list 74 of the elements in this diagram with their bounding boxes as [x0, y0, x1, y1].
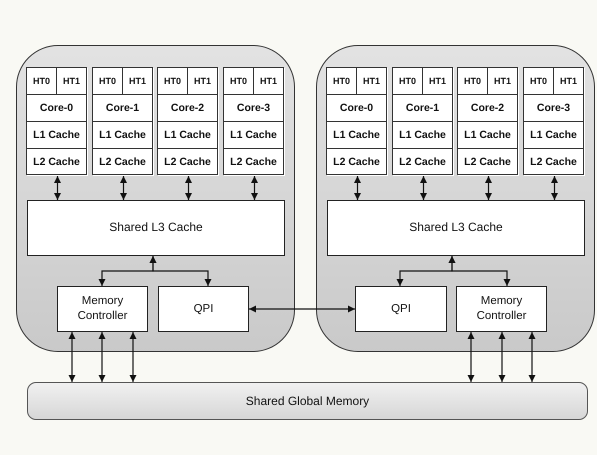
thread-cell: HT1 [356, 67, 387, 95]
core-cache-cell: Core-0 [26, 94, 87, 122]
core-cache-cell: L1 Cache [523, 121, 584, 149]
thread-cell: HT1 [422, 67, 453, 95]
arrow [468, 332, 474, 382]
core-box [27, 68, 88, 176]
thread-cell: HT0 [223, 67, 254, 95]
arrow [54, 176, 61, 200]
core-cache-cell: L1 Cache [26, 121, 87, 149]
core-box [327, 68, 388, 176]
arrow [354, 176, 361, 200]
thread-cell: HT1 [553, 67, 584, 95]
thread-cell: HT0 [523, 67, 554, 95]
memory-bar: Shared Global Memory [27, 382, 588, 420]
core-box [224, 68, 285, 176]
arrow [251, 176, 258, 200]
core-box [158, 68, 219, 176]
arrow [551, 176, 558, 200]
thread-cell: HT1 [122, 67, 153, 95]
core-cache-cell: Core-1 [92, 94, 153, 122]
thread-cell: HT1 [187, 67, 218, 95]
core-cache-cell: Core-0 [326, 94, 387, 122]
arrow [498, 332, 506, 382]
core-cache-cell: L2 Cache [26, 148, 87, 175]
arrow [485, 176, 492, 200]
thread-cell: HT1 [487, 67, 518, 95]
arrow [130, 332, 136, 382]
core-cache-cell: L1 Cache [92, 121, 153, 149]
core-cache-cell: L1 Cache [326, 121, 387, 149]
arrow [68, 332, 76, 382]
arrow [448, 256, 510, 286]
thread-cell: HT1 [253, 67, 284, 95]
arrow [150, 256, 212, 286]
core-cache-cell: L2 Cache [392, 148, 453, 175]
cache-box: Shared L3 Cache [27, 200, 285, 256]
thread-cell: HT0 [92, 67, 123, 95]
core-box [524, 68, 585, 176]
thread-cell: HT0 [392, 67, 423, 95]
core-cache-cell: L2 Cache [326, 148, 387, 175]
arrow [420, 176, 427, 200]
core-cache-cell: Core-1 [392, 94, 453, 122]
controller-box: Memory Controller [57, 286, 148, 332]
arrow [528, 332, 536, 382]
core-cache-cell: L1 Cache [457, 121, 518, 149]
core-cache-cell: Core-3 [223, 94, 284, 122]
core-cache-cell: L2 Cache [523, 148, 584, 175]
interconnect-box: QPI [158, 286, 249, 332]
arrow [249, 306, 355, 312]
core-cache-cell: Core-3 [523, 94, 584, 122]
core-box [93, 68, 154, 176]
interconnect-box: QPI [355, 286, 447, 332]
processor-socket [16, 45, 295, 352]
thread-cell: HT0 [326, 67, 357, 95]
core-cache-cell: L2 Cache [157, 148, 218, 175]
core-cache-cell: L1 Cache [392, 121, 453, 149]
core-cache-cell: Core-2 [157, 94, 218, 122]
core-cache-cell: Core-2 [457, 94, 518, 122]
core-box [393, 68, 454, 176]
core-box [458, 68, 519, 176]
arrow [120, 176, 127, 200]
core-cache-cell: L2 Cache [457, 148, 518, 175]
cache-box: Shared L3 Cache [327, 200, 585, 256]
core-cache-cell: L1 Cache [223, 121, 284, 149]
arrow [185, 176, 192, 200]
thread-cell: HT0 [157, 67, 188, 95]
processor-socket [316, 45, 595, 352]
thread-cell: HT0 [26, 67, 57, 95]
core-cache-cell: L2 Cache [92, 148, 153, 175]
core-cache-cell: L2 Cache [223, 148, 284, 175]
core-cache-cell: L1 Cache [157, 121, 218, 149]
thread-cell: HT1 [56, 67, 87, 95]
arrow [98, 332, 106, 382]
thread-cell: HT0 [457, 67, 488, 95]
controller-box: Memory Controller [456, 286, 547, 332]
